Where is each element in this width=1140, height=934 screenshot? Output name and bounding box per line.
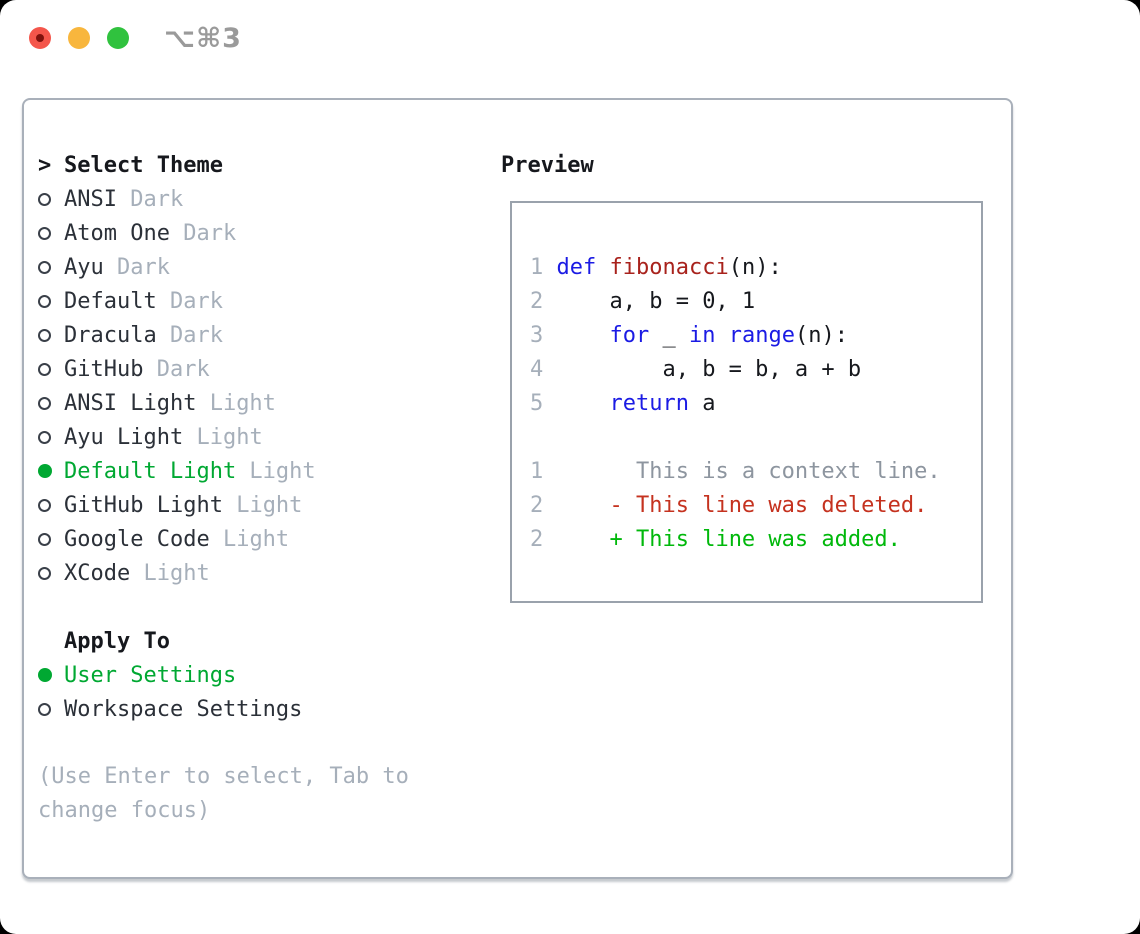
maximize-button[interactable] bbox=[107, 27, 129, 49]
radio-icon bbox=[38, 294, 64, 308]
theme-variant-tag: Dark bbox=[169, 220, 237, 246]
apply-option-workspace-settings[interactable]: Workspace Settings bbox=[38, 692, 488, 726]
theme-option-dracula[interactable]: Dracula Dark bbox=[38, 318, 488, 352]
close-dot-icon bbox=[36, 34, 44, 42]
preview-line-7: 1 This is a context line. bbox=[530, 459, 941, 484]
preview-box: 1 def fibonacci(n): 2 a, b = 0, 1 3 for _ … bbox=[510, 201, 983, 603]
radio-icon bbox=[38, 498, 64, 512]
radio-icon bbox=[38, 226, 64, 240]
radio-icon bbox=[38, 362, 64, 376]
theme-option-ayu[interactable]: Ayu Dark bbox=[38, 250, 488, 284]
spacer bbox=[38, 590, 488, 624]
apply-option-label: User Settings bbox=[64, 662, 237, 688]
spacer bbox=[38, 726, 488, 760]
preview-line-9: 2 + This line was added. bbox=[530, 527, 901, 552]
radio-icon bbox=[38, 328, 64, 342]
radio-icon bbox=[38, 430, 64, 444]
radio-icon bbox=[38, 566, 64, 580]
theme-option-xcode[interactable]: XCode Light bbox=[38, 556, 488, 590]
select-theme-header: > Select Theme bbox=[38, 148, 488, 182]
preview-line-4: 4 a, b = b, a + b bbox=[530, 357, 862, 382]
theme-option-ansi[interactable]: ANSI Dark bbox=[38, 182, 488, 216]
theme-variant-tag: Light bbox=[222, 492, 303, 518]
theme-name: XCode bbox=[64, 560, 131, 586]
preview-line-2: 2 a, b = 0, 1 bbox=[530, 289, 756, 314]
theme-variant-tag: Light bbox=[183, 424, 263, 450]
pointer-icon: > bbox=[38, 152, 52, 178]
theme-name: Ayu bbox=[64, 254, 104, 280]
apply-option-label: Workspace Settings bbox=[64, 696, 303, 722]
theme-variant-tag: Dark bbox=[156, 288, 223, 314]
theme-option-atom-one[interactable]: Atom One Dark bbox=[38, 216, 488, 250]
theme-name: Default bbox=[64, 288, 157, 314]
apply-option-user-settings[interactable]: User Settings bbox=[38, 658, 488, 692]
radio-icon bbox=[38, 702, 64, 716]
select-theme-title: Select Theme bbox=[64, 152, 223, 178]
radio-icon bbox=[38, 192, 64, 206]
preview-line-8: 2 - This line was deleted. bbox=[530, 493, 928, 518]
radio-icon bbox=[38, 532, 64, 546]
theme-variant-tag: Dark bbox=[156, 322, 223, 348]
theme-variant-tag: Light bbox=[196, 390, 276, 416]
help-text-line-1: (Use Enter to select, Tab to bbox=[38, 764, 409, 789]
theme-option-google-code[interactable]: Google Code Light bbox=[38, 522, 488, 556]
theme-option-ayu-light[interactable]: Ayu Light Light bbox=[38, 420, 488, 454]
apply-to-header: Apply To bbox=[38, 624, 488, 658]
theme-name: ANSI bbox=[64, 186, 117, 212]
window-shortcut-label: ⌥⌘3 bbox=[164, 22, 242, 54]
preview-line-3: 3 for _ in range(n): bbox=[530, 323, 848, 348]
titlebar: ⌥⌘3 bbox=[29, 23, 242, 54]
preview-title: Preview bbox=[501, 152, 594, 178]
theme-option-ansi-light[interactable]: ANSI Light Light bbox=[38, 386, 488, 420]
minimize-button[interactable] bbox=[68, 27, 90, 49]
theme-name: Default Light bbox=[64, 458, 237, 484]
theme-name: Ayu Light bbox=[64, 424, 184, 450]
theme-name: ANSI Light bbox=[64, 390, 197, 416]
theme-option-default[interactable]: Default Dark bbox=[38, 284, 488, 318]
apply-to-title: Apply To bbox=[64, 628, 170, 654]
preview-line-6 bbox=[530, 421, 981, 455]
help-text-line-2: change focus) bbox=[38, 798, 211, 823]
theme-name: Atom One bbox=[64, 220, 170, 246]
preview-column: Preview 1 def fibonacci(n): 2 a, b = 0, 1… bbox=[501, 148, 1001, 603]
selected-radio-icon bbox=[38, 464, 64, 478]
preview-line-5: 5 return a bbox=[530, 391, 716, 416]
theme-name: GitHub Light bbox=[64, 492, 223, 518]
theme-variant-tag: Light bbox=[130, 560, 210, 586]
theme-name: Google Code bbox=[64, 526, 210, 552]
theme-variant-tag: Light bbox=[236, 458, 316, 484]
theme-name: Dracula bbox=[64, 322, 157, 348]
preview-code-lines: 1 def fibonacci(n): 2 a, b = 0, 1 3 for _ … bbox=[530, 251, 981, 557]
theme-option-default-light[interactable]: Default Light Light bbox=[38, 454, 488, 488]
close-button[interactable] bbox=[29, 27, 51, 49]
theme-variant-tag: Dark bbox=[116, 186, 184, 212]
theme-name: GitHub bbox=[64, 356, 144, 382]
theme-variant-tag: Dark bbox=[103, 254, 170, 280]
theme-option-github[interactable]: GitHub Dark bbox=[38, 352, 488, 386]
selected-radio-icon bbox=[38, 668, 64, 682]
theme-variant-tag: Dark bbox=[143, 356, 210, 382]
preview-header: Preview bbox=[501, 148, 1001, 182]
radio-icon bbox=[38, 260, 64, 274]
theme-option-github-light[interactable]: GitHub Light Light bbox=[38, 488, 488, 522]
radio-icon bbox=[38, 396, 64, 410]
preview-line-1: 1 def fibonacci(n): bbox=[530, 255, 782, 280]
theme-variant-tag: Light bbox=[209, 526, 290, 552]
focus-pointer: > bbox=[38, 153, 64, 178]
